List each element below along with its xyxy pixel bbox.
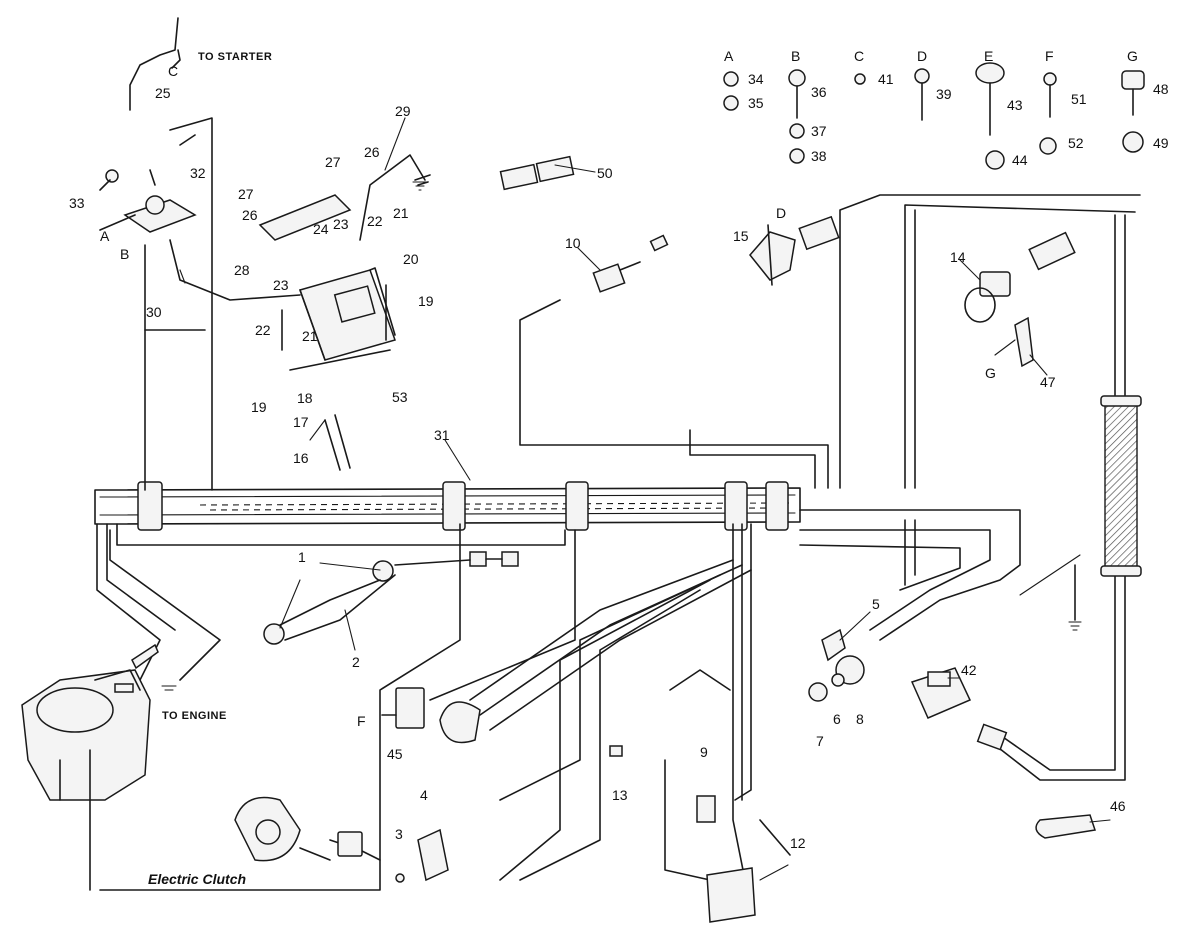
callout-36: 36 xyxy=(811,84,827,100)
callout-6: 6 xyxy=(833,711,841,727)
callout-35: 35 xyxy=(748,95,764,111)
callout-29: 29 xyxy=(395,103,411,119)
callout-19-left: 19 xyxy=(251,399,267,415)
letter-g-top: G xyxy=(1127,48,1138,64)
callout-49: 49 xyxy=(1153,135,1169,151)
letter-c-starter: C xyxy=(168,63,178,79)
callout-26-top: 26 xyxy=(364,144,380,160)
callout-23-top: 23 xyxy=(333,216,349,232)
callout-10: 10 xyxy=(565,235,581,251)
callout-41: 41 xyxy=(878,71,894,87)
callout-24: 24 xyxy=(313,221,329,237)
callout-28: 28 xyxy=(234,262,250,278)
letter-c-top: C xyxy=(854,48,864,64)
callout-43: 43 xyxy=(1007,97,1023,113)
callout-7: 7 xyxy=(816,733,824,749)
callout-13: 13 xyxy=(612,787,628,803)
letter-e-top: E xyxy=(984,48,993,64)
callout-19-right: 19 xyxy=(418,293,434,309)
electric-clutch-label: Electric Clutch xyxy=(148,871,246,887)
callout-4: 4 xyxy=(420,787,428,803)
callout-33: 33 xyxy=(69,195,85,211)
callout-37: 37 xyxy=(811,123,827,139)
right-conduit xyxy=(1100,395,1142,577)
callout-32: 32 xyxy=(190,165,206,181)
to-starter-label: TO STARTER xyxy=(198,51,272,63)
callout-23-lower: 23 xyxy=(273,277,289,293)
callout-3: 3 xyxy=(395,826,403,842)
callout-34: 34 xyxy=(748,71,764,87)
callout-52: 52 xyxy=(1068,135,1084,151)
callout-15: 15 xyxy=(733,228,749,244)
callout-47: 47 xyxy=(1040,374,1056,390)
callout-18: 18 xyxy=(297,390,313,406)
callout-46: 46 xyxy=(1110,798,1126,814)
letter-b-left: B xyxy=(120,246,129,262)
letter-g-47: G xyxy=(985,365,996,381)
callout-16: 16 xyxy=(293,450,309,466)
callout-31: 31 xyxy=(434,427,450,443)
callout-1: 1 xyxy=(298,549,306,565)
letter-d-top: D xyxy=(917,48,927,64)
callout-22-top: 22 xyxy=(367,213,383,229)
main-harness xyxy=(94,481,801,531)
callout-2: 2 xyxy=(352,654,360,670)
callout-53: 53 xyxy=(392,389,408,405)
callout-8: 8 xyxy=(856,711,864,727)
callout-21-top: 21 xyxy=(393,205,409,221)
callout-9: 9 xyxy=(700,744,708,760)
letter-f-top: F xyxy=(1045,48,1054,64)
labels: TO STARTER TO ENGINE Electric Clutch 1 2… xyxy=(69,48,1169,887)
callout-25: 25 xyxy=(155,85,171,101)
callout-22-lower: 22 xyxy=(255,322,271,338)
callout-5: 5 xyxy=(872,596,880,612)
callout-42: 42 xyxy=(961,662,977,678)
callout-50: 50 xyxy=(597,165,613,181)
callout-17: 17 xyxy=(293,414,309,430)
callout-27-top: 27 xyxy=(325,154,341,170)
letter-a-left: A xyxy=(100,228,110,244)
callout-21-lower: 21 xyxy=(302,328,318,344)
callout-38: 38 xyxy=(811,148,827,164)
callout-39: 39 xyxy=(936,86,952,102)
callout-14: 14 xyxy=(950,249,966,265)
wire-runs xyxy=(89,117,1141,891)
callout-51: 51 xyxy=(1071,91,1087,107)
callout-27-lower: 27 xyxy=(238,186,254,202)
callout-30: 30 xyxy=(146,304,162,320)
letter-b-top: B xyxy=(791,48,800,64)
parts xyxy=(21,17,1145,923)
callout-12: 12 xyxy=(790,835,806,851)
letter-f-45: F xyxy=(357,713,366,729)
callout-20: 20 xyxy=(403,251,419,267)
callout-26-lower: 26 xyxy=(242,207,258,223)
callout-44: 44 xyxy=(1012,152,1028,168)
callout-48: 48 xyxy=(1153,81,1169,97)
letter-a-top: A xyxy=(724,48,734,64)
letter-d-15: D xyxy=(776,205,786,221)
to-engine-label: TO ENGINE xyxy=(162,710,227,722)
callout-45: 45 xyxy=(387,746,403,762)
leader-lines xyxy=(179,117,1111,881)
